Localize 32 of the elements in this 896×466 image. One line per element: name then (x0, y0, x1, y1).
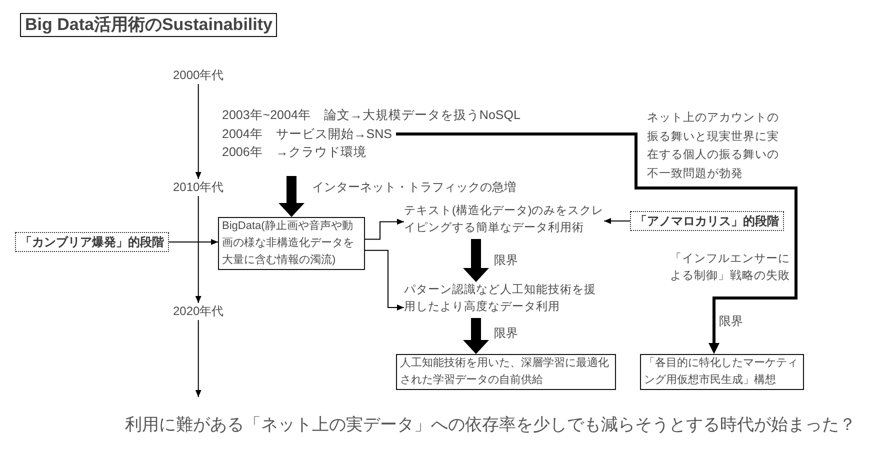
arrow (364, 218, 404, 240)
arrow (195, 320, 202, 398)
event-text: 2003年~2004年 論文→大規模データを扱うNoSQL (222, 107, 520, 124)
stage-box: 「アノマロカリス」的段階 (630, 211, 784, 231)
process-box: BigData(静止画や音声や動画の様な非構造化データを大量に含む情報の濁流) (218, 217, 365, 270)
arrow (168, 239, 218, 245)
note-text: 「インフルエンサーによる制御」戦略の失敗 (669, 252, 790, 284)
outcome-box: 人工知能技術を用いた、深層学習に最適化された学習データの自前供給 (396, 354, 616, 390)
arrow (195, 196, 202, 304)
decade-label: 2000年代 (173, 67, 224, 84)
arrow (604, 218, 630, 224)
outcome-box: 「各目的に特化したマーケティング用仮想市民生成」構想 (640, 354, 804, 390)
edge-label: 限界 (494, 325, 518, 342)
arrow (364, 250, 404, 310)
step-text: パターン認識など人工知能技術を援用したより高度なデータ利用 (404, 282, 604, 316)
decade-label: 2010年代 (173, 179, 224, 196)
arrow (195, 84, 202, 180)
stage-box: 「カンブリア爆発」的段階 (15, 232, 169, 252)
title: Big Data活用術のSustainability (20, 13, 278, 37)
decade-label: 2020年代 (173, 303, 224, 320)
block-arrow (463, 239, 489, 282)
edge-label: 限界 (494, 252, 518, 269)
block-arrow (463, 318, 489, 354)
note-text: ネット上のアカウントの振る舞いと現実世界に実在する個人の振る舞いの不一致問題が勃発 (647, 110, 780, 182)
event-text: 2006年 →クラウド環境 (222, 144, 366, 161)
arrow (396, 132, 798, 354)
block-arrow (278, 176, 304, 217)
edge-label: 限界 (719, 313, 743, 330)
step-text: テキスト(構造化データ)のみをスクレイピングする簡単なデータ利用術 (404, 203, 604, 237)
edge-label: インターネット・トラフィックの急増 (312, 179, 516, 196)
caption: 利用に難がある「ネット上の実データ」への依存率を少しでも減らそうとする時代が始まった？ (125, 414, 856, 436)
event-text: 2004年 サービス開始→SNS (222, 125, 392, 143)
